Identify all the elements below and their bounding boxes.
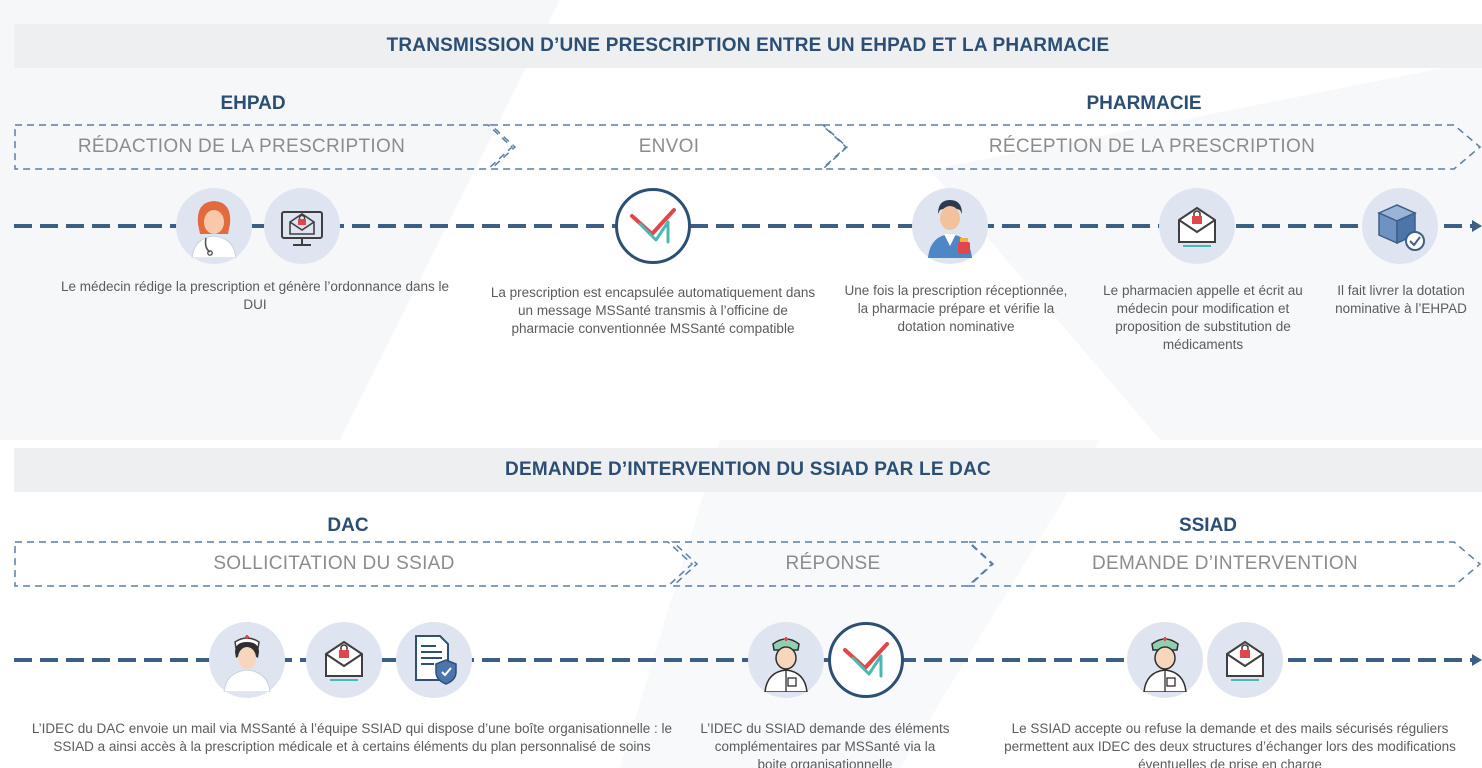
step-description: Le pharmacien appelle et écrit au médeci… bbox=[1103, 283, 1303, 352]
step-description: L’IDEC du DAC envoie un mail via MSSanté… bbox=[31, 721, 673, 754]
phase-label: SOLLICITATION DU SSIAD bbox=[213, 553, 455, 574]
secure-mail-icon bbox=[1207, 622, 1283, 698]
phase-label: RÉPONSE bbox=[785, 553, 881, 574]
step-description: Il fait livrer la dotation nominative à … bbox=[1335, 283, 1467, 316]
phase-label: RÉCEPTION DE LA PRESCRIPTION bbox=[988, 136, 1316, 157]
phase-redaction: RÉDACTION DE LA PRESCRIPTION bbox=[14, 124, 514, 170]
mssante-logo-icon bbox=[828, 622, 904, 698]
actor-ehpad: EHPAD bbox=[220, 93, 286, 114]
male-nurse-icon bbox=[1127, 622, 1203, 698]
nurse-icon bbox=[209, 622, 285, 698]
phase-reception: RÉCEPTION DE LA PRESCRIPTION bbox=[821, 124, 1482, 170]
section-title-bar: DEMANDE D’INTERVENTION DU SSIAD PAR LE D… bbox=[14, 448, 1482, 492]
section-title: TRANSMISSION D’UNE PRESCRIPTION ENTRE UN… bbox=[386, 35, 1110, 56]
actor-pharmacie: PHARMACIE bbox=[1086, 93, 1202, 114]
male-nurse-icon bbox=[748, 622, 824, 698]
timeline-arrow bbox=[14, 220, 1482, 232]
mssante-logo-icon bbox=[615, 188, 691, 264]
phase-reponse: RÉPONSE bbox=[671, 541, 994, 587]
secure-mail-icon bbox=[306, 622, 382, 698]
delivery-box-icon bbox=[1362, 188, 1438, 264]
pharmacist-icon bbox=[912, 188, 988, 264]
section-title: DEMANDE D’INTERVENTION DU SSIAD PAR LE D… bbox=[505, 459, 991, 480]
step-description: L’IDEC du SSIAD demande des éléments com… bbox=[700, 721, 950, 768]
secure-document-icon bbox=[396, 622, 472, 698]
phase-envoi: ENVOI bbox=[489, 124, 848, 170]
step-description: Le médecin rédige la prescription et gén… bbox=[61, 279, 449, 312]
step-description: Une fois la prescription réceptionnée, l… bbox=[844, 283, 1068, 334]
step-description: Le SSIAD accepte ou refuse la demande et… bbox=[1004, 721, 1456, 768]
secure-mail-monitor-icon bbox=[264, 188, 340, 264]
phase-label: DEMANDE D’INTERVENTION bbox=[1092, 553, 1358, 574]
phase-label: RÉDACTION DE LA PRESCRIPTION bbox=[77, 136, 406, 157]
step-description: La prescription est encapsulée automatiq… bbox=[490, 285, 816, 336]
phase-sollicitation: SOLLICITATION DU SSIAD bbox=[14, 541, 694, 587]
secure-mail-icon bbox=[1159, 188, 1235, 264]
actor-dac: DAC bbox=[327, 515, 369, 536]
section-prescription: TRANSMISSION D’UNE PRESCRIPTION ENTRE UN… bbox=[14, 24, 1482, 352]
phase-label: ENVOI bbox=[638, 136, 700, 157]
section-title-bar: TRANSMISSION D’UNE PRESCRIPTION ENTRE UN… bbox=[14, 24, 1482, 68]
section-ssiad: DEMANDE D’INTERVENTION DU SSIAD PAR LE D… bbox=[0, 440, 1482, 768]
female-doctor-icon bbox=[176, 188, 252, 264]
phase-demande-intervention: DEMANDE D’INTERVENTION bbox=[967, 541, 1482, 587]
actor-ssiad: SSIAD bbox=[1178, 515, 1238, 536]
